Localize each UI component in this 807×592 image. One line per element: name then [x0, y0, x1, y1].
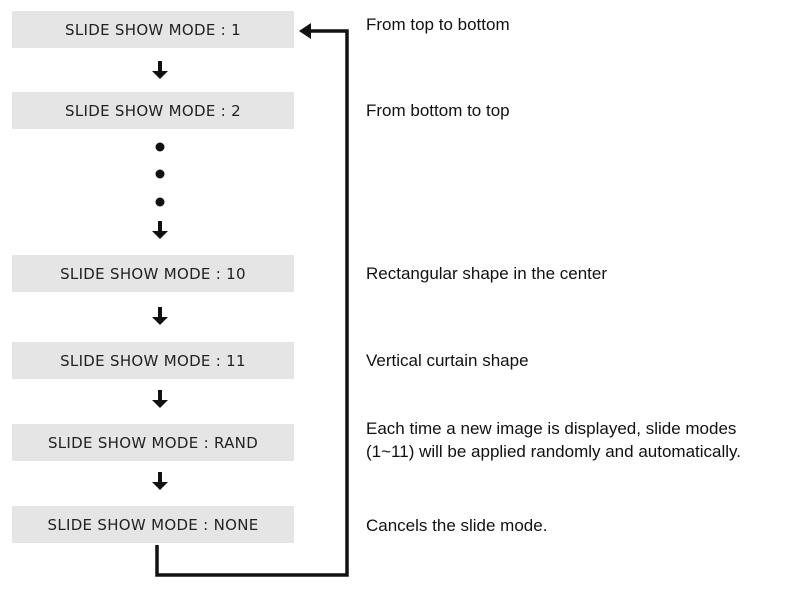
description-mode-rand-line1: Each time a new image is displayed, slid…	[366, 419, 737, 438]
ellipsis-dot-3	[155, 197, 165, 207]
ellipsis-dot-2	[155, 169, 165, 179]
description-mode-1: From top to bottom	[366, 15, 510, 34]
ellipsis-dot-1	[155, 142, 165, 152]
down-arrow-3	[152, 307, 168, 325]
loop-line	[155, 29, 349, 577]
mode-box-2: SLIDE SHOW MODE : 2	[12, 92, 294, 129]
down-arrow-5	[152, 472, 168, 490]
mode-box-10: SLIDE SHOW MODE : 10	[12, 255, 294, 292]
description-mode-10: Rectangular shape in the center	[366, 264, 607, 283]
mode-box-rand: SLIDE SHOW MODE : RAND	[12, 424, 294, 461]
mode-box-1: SLIDE SHOW MODE : 1	[12, 11, 294, 48]
description-mode-none: Cancels the slide mode.	[366, 516, 548, 535]
down-arrow-4	[152, 390, 168, 408]
description-mode-rand-line2: (1~11) will be applied randomly and auto…	[366, 442, 741, 461]
description-mode-2: From bottom to top	[366, 101, 510, 120]
description-mode-rand: Each time a new image is displayed, slid…	[366, 417, 741, 463]
description-mode-11: Vertical curtain shape	[366, 351, 529, 370]
mode-box-none: SLIDE SHOW MODE : NONE	[12, 506, 294, 543]
mode-box-11: SLIDE SHOW MODE : 11	[12, 342, 294, 379]
loop-arrowhead	[299, 23, 311, 39]
down-arrow-2	[152, 221, 168, 239]
down-arrow-1	[152, 61, 168, 79]
